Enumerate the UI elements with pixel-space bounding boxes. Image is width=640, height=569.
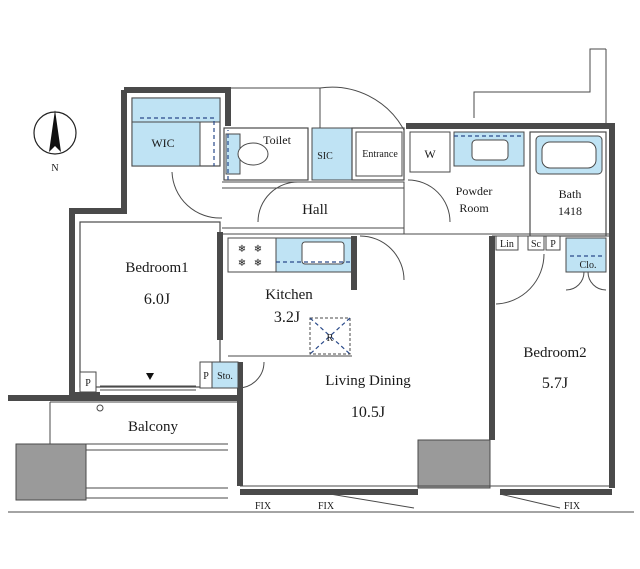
living-dining-area: 10.5J [351, 404, 385, 421]
compass: N [33, 110, 77, 174]
storage-label: Sto. [217, 371, 233, 382]
north-arrow-icon [49, 110, 61, 152]
kitchen-sink-icon [301, 241, 345, 265]
pipe-shaft-right [417, 439, 491, 489]
p-bedroom1-label: P [85, 378, 91, 389]
burner-icon-3: ❄ [238, 258, 246, 269]
wic-label: WIC [151, 136, 174, 150]
closet-box [565, 237, 607, 273]
washer-label: W [424, 147, 436, 161]
bath-size-label: 1418 [558, 204, 582, 218]
entrance-box [355, 131, 403, 177]
compass-label: N [51, 163, 58, 174]
bedroom1-label: Bedroom1 [125, 260, 188, 276]
bath-label: Bath [559, 187, 582, 201]
washer-box [409, 131, 451, 173]
bedroom1-room [79, 221, 221, 388]
hall-label: Hall [302, 202, 328, 218]
refrigerator-label: R [327, 333, 334, 344]
linen-label: Lin [500, 239, 514, 250]
burner-icon-4: ❄ [254, 258, 262, 269]
powder-door-swing [407, 179, 451, 223]
closet-label: Clo. [580, 260, 597, 271]
p-bath-label: P [550, 239, 556, 250]
fix-window-1-label: FIX [255, 501, 272, 512]
balcony-label: Balcony [128, 419, 178, 435]
toilet-label: Toilet [263, 133, 291, 147]
storage-door-swing [237, 361, 265, 389]
kitchen-label: Kitchen [265, 287, 313, 303]
p-bedroom1-box [79, 371, 97, 393]
bedroom2-label: Bedroom2 [523, 345, 586, 361]
kitchen-door-swing [359, 235, 405, 281]
storage-box [211, 361, 239, 389]
wic-hanging [131, 121, 201, 167]
toilet-door-swing [257, 181, 301, 223]
toilet-bowl-icon [237, 142, 269, 166]
sic-label: SIC [317, 151, 333, 162]
fix-window-2-label: FIX [318, 501, 335, 512]
p-sto-label: P [203, 371, 209, 382]
fix-window-3-label: FIX [564, 501, 581, 512]
sink-icon [471, 139, 509, 161]
living-dining-label: Living Dining [325, 373, 411, 389]
sc-label: Sc [531, 239, 542, 250]
powder-room-label-2: Room [459, 201, 489, 215]
entrance-label: Entrance [362, 149, 398, 160]
burner-icon-1: ❄ [238, 244, 246, 255]
entry-marker-icon [146, 373, 154, 380]
bedroom2-door-swing [495, 253, 545, 305]
bedroom2-area: 5.7J [542, 375, 568, 392]
powder-room-label-1: Powder [456, 184, 493, 198]
drain-icon [96, 404, 104, 412]
closet-door-swing [565, 271, 607, 291]
stove-box [227, 237, 277, 273]
pipe-shaft-left [15, 443, 87, 501]
kitchen-area: 3.2J [274, 309, 300, 326]
bedroom1-area: 6.0J [144, 291, 170, 308]
burner-icon-2: ❄ [254, 244, 262, 255]
entrance-door-swing [319, 86, 405, 131]
wic-door-swing [171, 171, 223, 219]
